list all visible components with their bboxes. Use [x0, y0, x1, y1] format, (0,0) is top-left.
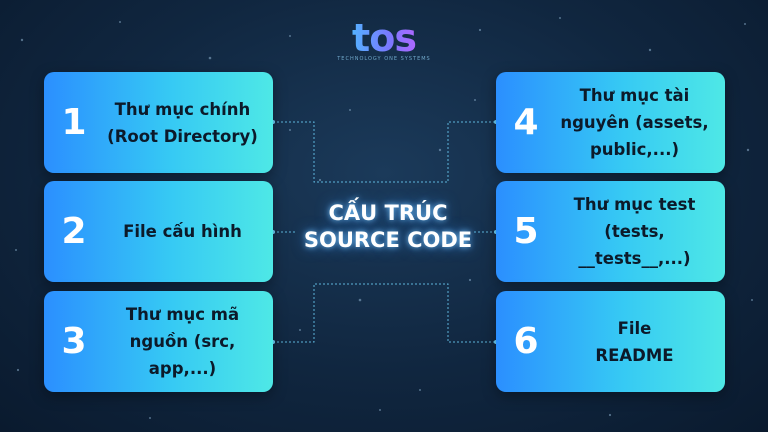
connector-1-4	[273, 121, 496, 183]
card-config-file: 2 File cấu hình	[44, 181, 273, 282]
card-label: File cấu hình	[123, 222, 242, 241]
card-number: 3	[61, 321, 87, 362]
title-line-1: CẤU TRÚC	[328, 201, 448, 225]
card-source-directory: 3 Thư mục mã nguồn (src, app,...)	[44, 291, 273, 392]
card-test-directory: 5 Thư mục test (tests, __tests__,...)	[496, 181, 725, 282]
card-label: Thư mục test (tests, __tests__,...)	[573, 195, 696, 268]
diagram-title: CẤU TRÚC SOURCE CODE	[290, 200, 486, 254]
card-label: Thư mục chính (Root Directory)	[107, 99, 258, 146]
card-readme-file: 6 File README	[496, 291, 725, 392]
logo-wordmark: tos	[332, 18, 436, 58]
card-label: Thư mục tài nguyên (assets, public,...)	[560, 86, 709, 159]
card-number: 1	[61, 102, 87, 143]
card-root-directory: 1 Thư mục chính (Root Directory)	[44, 72, 273, 173]
title-line-2: SOURCE CODE	[303, 228, 473, 252]
card-number: 6	[513, 321, 539, 362]
card-number: 4	[513, 102, 539, 143]
connector-3-6	[273, 283, 496, 343]
card-label: Thư mục mã nguồn (src, app,...)	[125, 305, 240, 378]
card-label: File README	[595, 318, 674, 365]
card-assets-directory: 4 Thư mục tài nguyên (assets, public,...…	[496, 72, 725, 173]
background-stars	[15, 17, 753, 419]
card-number: 2	[61, 211, 87, 252]
logo-tagline: TECHNOLOGY ONE SYSTEMS	[337, 56, 431, 62]
card-number: 5	[513, 211, 539, 252]
tos-logo: tos TECHNOLOGY ONE SYSTEMS	[332, 18, 436, 68]
